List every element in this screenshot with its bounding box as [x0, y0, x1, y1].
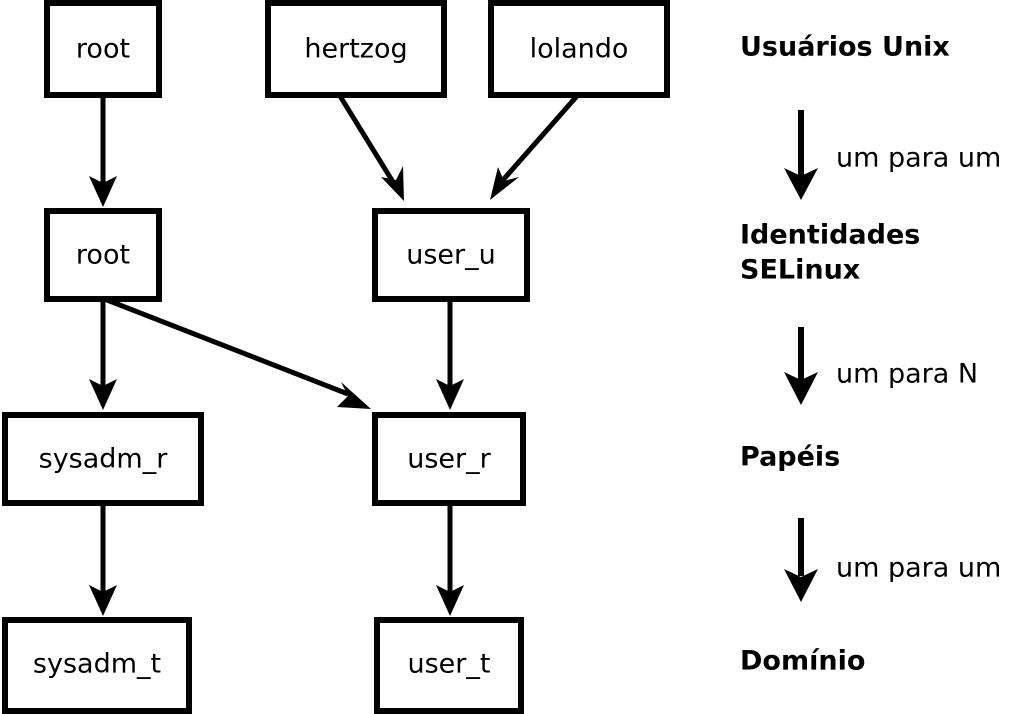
- edge-user-r-to-user-t: [436, 505, 464, 616]
- legend-level-selinux-identities-line1: Identidades: [740, 220, 920, 251]
- legend-level-unix-users: Usuários Unix: [740, 32, 950, 63]
- edge-user-u-to-user-r: [436, 300, 464, 410]
- legend-level-domains: Domínio: [740, 646, 865, 677]
- node-unix-hertzog[interactable]: hertzog: [265, 0, 447, 98]
- legend-arrow-identity-to-role: [784, 327, 818, 405]
- edge-unix-root-to-identity-root: [89, 95, 117, 207]
- node-label: lolando: [530, 34, 629, 65]
- node-identity-user-u[interactable]: user_u: [372, 208, 530, 302]
- node-role-user-r[interactable]: user_r: [372, 412, 526, 506]
- node-label: user_u: [406, 240, 496, 271]
- node-label: user_t: [408, 649, 491, 680]
- edge-hertzog-to-user-u: [337, 94, 404, 201]
- node-domain-user-t[interactable]: user_t: [374, 617, 524, 714]
- node-identity-root[interactable]: root: [44, 208, 162, 302]
- node-unix-root[interactable]: root: [44, 0, 162, 98]
- legend-relation-identity-to-role: um para N: [836, 359, 978, 390]
- edge-identity-root-to-sysadm-r: [89, 300, 117, 410]
- legend-relation-unix-to-identity: um para um: [836, 143, 1001, 174]
- edge-sysadm-r-to-sysadm-t: [89, 505, 117, 616]
- node-label: user_r: [407, 444, 491, 475]
- legend-arrow-role-to-domain: [784, 518, 818, 602]
- node-label: root: [76, 34, 130, 65]
- legend-relation-role-to-domain: um para um: [836, 553, 1001, 584]
- node-label: hertzog: [304, 34, 407, 65]
- node-unix-lolando[interactable]: lolando: [488, 0, 670, 98]
- legend-level-selinux-identities-line2: SELinux: [740, 255, 860, 286]
- node-label: root: [76, 240, 130, 271]
- node-label: sysadm_t: [33, 649, 161, 680]
- node-domain-sysadm-t[interactable]: sysadm_t: [2, 617, 192, 714]
- edge-identity-root-to-user-r: [106, 297, 371, 409]
- legend-level-roles: Papéis: [740, 442, 840, 473]
- node-role-sysadm-r[interactable]: sysadm_r: [2, 412, 204, 506]
- node-label: sysadm_r: [39, 444, 169, 475]
- legend-arrow-unix-to-identity: [784, 110, 818, 200]
- edge-lolando-to-user-u: [490, 94, 579, 200]
